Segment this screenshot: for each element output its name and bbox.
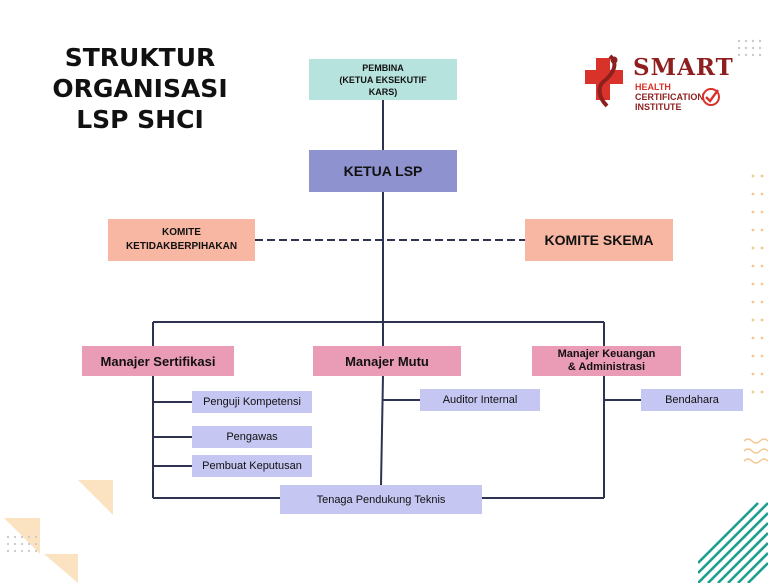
node-bendahara: Bendahara xyxy=(641,389,743,411)
penguji-label: Penguji Kompetensi xyxy=(203,396,301,408)
logo-check-icon xyxy=(702,88,720,106)
title-line-1: STRUKTUR xyxy=(64,43,216,72)
logo-word-certification: CERTIFICATION xyxy=(635,92,704,102)
dot-column-right xyxy=(751,174,764,394)
page-title: STRUKTUR ORGANISASI LSP SHCI xyxy=(40,42,240,135)
komite-skema-label: KOMITE SKEMA xyxy=(544,232,654,248)
logo-word-smart: SMART xyxy=(633,54,734,81)
node-manajer-mutu: Manajer Mutu xyxy=(313,346,461,376)
manajer-sertifikasi-label: Manajer Sertifikasi xyxy=(100,353,216,369)
pembina-line-2: (KETUA EKSEKUTIF xyxy=(339,74,427,85)
pengawas-label: Pengawas xyxy=(226,431,278,443)
dot-grid-top-right xyxy=(737,39,762,57)
logo-word-health: HEALTH xyxy=(635,82,671,92)
triangle-decoration xyxy=(4,480,113,583)
node-manajer-sertifikasi: Manajer Sertifikasi xyxy=(82,346,234,376)
node-ketua-lsp: KETUA LSP xyxy=(309,150,457,192)
node-auditor-internal: Auditor Internal xyxy=(420,389,540,411)
node-manajer-keuangan: Manajer Keuangan & Administrasi xyxy=(532,346,681,376)
pembuat-label: Pembuat Keputusan xyxy=(202,460,302,472)
komite-ketidak-line-1: KOMITE xyxy=(162,227,201,238)
node-komite-ketidakberpihakan: KOMITE KETIDAKBERPIHAKAN xyxy=(108,219,255,261)
node-penguji-kompetensi: Penguji Kompetensi xyxy=(192,391,312,413)
bendahara-label: Bendahara xyxy=(665,394,719,406)
title-line-3: LSP SHCI xyxy=(76,105,204,134)
manajer-keuangan-line-1: Manajer Keuangan xyxy=(557,348,656,360)
smart-logo: SMART HEALTH CERTIFICATION INSTITUTE xyxy=(583,52,733,114)
pembina-line-3: KARS) xyxy=(368,86,398,97)
komite-ketidak-line-2: KETIDAKBERPIHAKAN xyxy=(125,241,238,252)
tenaga-label: Tenaga Pendukung Teknis xyxy=(316,493,446,506)
node-pengawas: Pengawas xyxy=(192,426,312,448)
logo-cross-icon xyxy=(585,54,623,108)
auditor-label: Auditor Internal xyxy=(442,394,518,406)
manajer-mutu-label: Manajer Mutu xyxy=(345,353,429,369)
node-pembina: PEMBINA (KETUA EKSEKUTIF KARS) xyxy=(309,59,457,100)
node-tenaga-pendukung-teknis: Tenaga Pendukung Teknis xyxy=(280,485,482,514)
stripes-decoration xyxy=(698,502,768,583)
title-line-2: ORGANISASI xyxy=(52,74,228,103)
logo-word-institute: INSTITUTE xyxy=(635,102,682,112)
manajer-keuangan-line-2: & Administrasi xyxy=(567,361,646,373)
node-komite-skema: KOMITE SKEMA xyxy=(525,219,673,261)
wave-decoration xyxy=(743,438,768,464)
ketua-label: KETUA LSP xyxy=(343,163,423,179)
pembina-line-1: PEMBINA xyxy=(362,62,404,73)
node-pembuat-keputusan: Pembuat Keputusan xyxy=(192,455,312,477)
